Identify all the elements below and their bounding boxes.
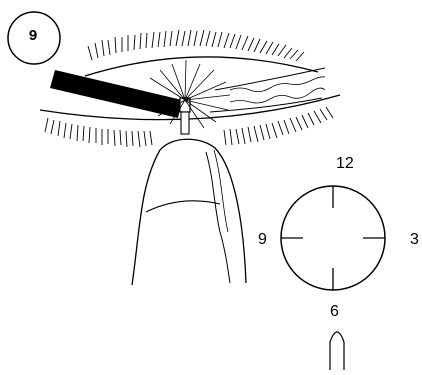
clock-label-9: 9 <box>258 232 267 248</box>
clock-label-3: 3 <box>410 232 419 248</box>
clock-label-12: 12 <box>336 156 354 172</box>
finger-nail-line-2 <box>214 150 228 232</box>
canal-wavy-lines <box>230 77 325 103</box>
upper-lashes <box>88 30 304 61</box>
upper-lid-line <box>85 57 318 76</box>
finger-crease <box>146 201 220 212</box>
black-instrument <box>50 70 182 118</box>
finger-outline <box>132 139 246 285</box>
small-probe <box>330 332 344 370</box>
inner-margin-line <box>215 68 325 90</box>
clock-label-6: 6 <box>330 304 339 320</box>
step-badge-number: 9 <box>18 28 48 43</box>
probe-shaft <box>181 112 189 134</box>
finger-nail-line <box>206 152 230 283</box>
